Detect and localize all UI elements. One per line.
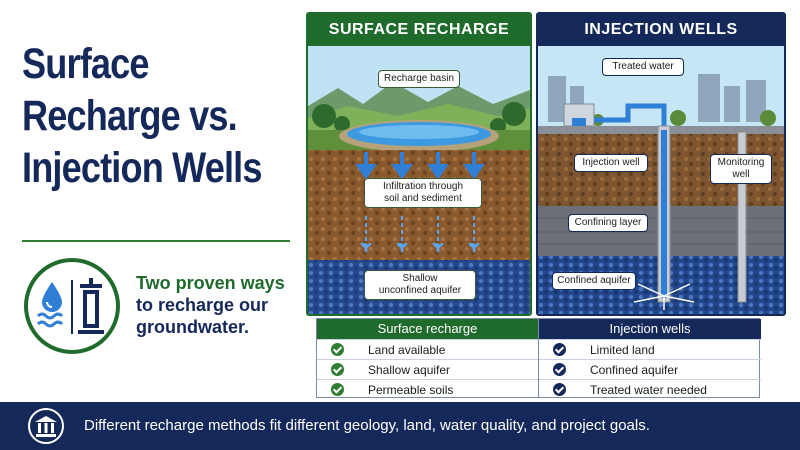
check-circle-icon xyxy=(331,363,344,376)
check-circle-icon xyxy=(553,343,566,356)
surface-recharge-column-header: Surface recharge xyxy=(317,319,538,339)
page-title: Surface Recharge vs. Injection Wells xyxy=(22,38,262,194)
surface-recharge-header: SURFACE RECHARGE xyxy=(308,14,530,46)
list-item: Permeable soils xyxy=(317,379,538,399)
list-item: Shallow aquifer xyxy=(317,359,538,379)
tagline: Two proven ways to recharge our groundwa… xyxy=(136,272,306,338)
treated-water-callout: Treated water xyxy=(602,58,684,76)
waves-icon xyxy=(36,312,64,328)
surface-recharge-panel: SURFACE RECHARGE xyxy=(306,12,532,316)
title-line-1: Surface xyxy=(22,40,149,88)
confined-aquifer-callout: Confined aquifer xyxy=(552,272,636,290)
tagline-line-1: Two proven ways xyxy=(136,273,285,293)
recharge-basin-callout: Recharge basin xyxy=(378,70,460,88)
injection-well-callout: Injection well xyxy=(574,154,648,172)
check-circle-icon xyxy=(331,383,344,396)
water-drop-icon xyxy=(42,282,62,312)
title-line-3: Injection Wells xyxy=(22,144,262,192)
check-circle-icon xyxy=(553,383,566,396)
title-line-2: Recharge vs. xyxy=(22,92,238,140)
list-item: Treated water needed xyxy=(539,379,761,399)
surface-recharge-column: Surface recharge Land available Shallow … xyxy=(317,319,539,397)
tagline-line-3: groundwater. xyxy=(136,317,250,337)
well-pump-icon xyxy=(78,278,104,334)
title-divider xyxy=(22,240,290,242)
tagline-line-2: to recharge our xyxy=(136,295,269,315)
comparison-table: Surface recharge Land available Shallow … xyxy=(316,318,761,398)
institution-icon xyxy=(28,408,64,444)
shallow-aquifer-callout: Shallow unconfined aquifer xyxy=(364,270,476,300)
list-item: Land available xyxy=(317,339,538,359)
check-circle-icon xyxy=(553,363,566,376)
confining-layer-callout: Confining layer xyxy=(568,214,648,232)
injection-wells-column-header: Injection wells xyxy=(539,319,761,339)
list-item: Limited land xyxy=(539,339,761,359)
footer-banner: Different recharge methods fit different… xyxy=(0,402,800,450)
infiltration-callout: Infiltration through soil and sediment xyxy=(364,178,482,208)
check-circle-icon xyxy=(331,343,344,356)
groundwater-emblem xyxy=(22,256,122,356)
surface-recharge-illustration xyxy=(308,46,530,314)
injection-wells-column: Injection wells Limited land Confined aq… xyxy=(539,319,761,397)
injection-wells-panel: INJECTION WELLS xyxy=(536,12,786,316)
list-item: Confined aquifer xyxy=(539,359,761,379)
monitoring-well-callout: Monitoring well xyxy=(710,154,772,184)
footer-text: Different recharge methods fit different… xyxy=(84,417,650,434)
injection-wells-header: INJECTION WELLS xyxy=(538,14,784,46)
